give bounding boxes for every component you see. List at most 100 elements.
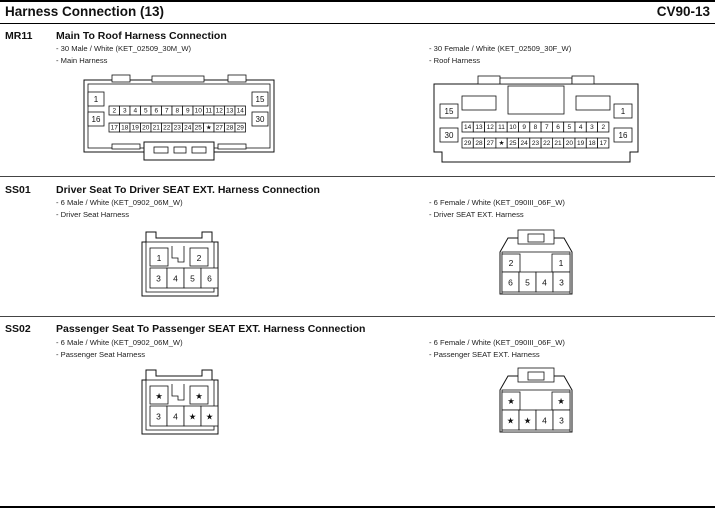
- ss01-right-harness: - Driver SEAT EXT. Harness: [429, 210, 524, 219]
- pin-label: 8: [175, 108, 179, 115]
- pin-label: 16: [619, 131, 628, 140]
- pin-label: 3: [559, 278, 564, 288]
- latch-slot: [527, 371, 545, 381]
- mr11-right-spec: - 30 Female / White (KET_02509_30F_W): [429, 44, 572, 53]
- pin-label: 21: [153, 125, 161, 132]
- pin-label: 25: [195, 125, 203, 132]
- pin-label: 13: [226, 108, 234, 115]
- pin-label: 27: [216, 125, 224, 132]
- pin-label: 21: [554, 140, 562, 147]
- ss01-left-spec: - 6 Male / White (KET_0902_06M_W): [56, 198, 183, 207]
- pin-label: 29: [237, 125, 245, 132]
- corner-pin: [87, 111, 105, 127]
- center-key-block: [507, 85, 565, 115]
- top-latch: [111, 74, 131, 83]
- section-code-ss01: SS01: [5, 184, 31, 196]
- lever-slot: [173, 146, 187, 154]
- window-cutout: [461, 95, 497, 111]
- pin-label: 5: [190, 274, 195, 284]
- pin-label: 25: [509, 140, 517, 147]
- pin-label: 7: [545, 124, 549, 131]
- pin-label: 13: [475, 124, 483, 131]
- pin-label: 28: [475, 140, 483, 147]
- pin-label: 16: [92, 115, 101, 124]
- pin-label: ★: [524, 416, 532, 426]
- pin-label: 2: [112, 108, 116, 115]
- ss02-left-spec: - 6 Male / White (KET_0902_06M_W): [56, 338, 183, 347]
- corner-pin: [613, 103, 633, 119]
- corner-pin: [87, 91, 105, 107]
- pin-label: 7: [165, 108, 169, 115]
- pin-label: ★: [499, 139, 505, 147]
- mr11-right-harness: - Roof Harness: [429, 56, 481, 65]
- pin-label: 4: [579, 124, 583, 131]
- page-title: Harness Connection (13): [5, 4, 165, 19]
- pin-label: ★: [206, 124, 212, 132]
- pin-label: 10: [509, 124, 517, 131]
- pin-label: 9: [522, 124, 526, 131]
- pin-label: 17: [111, 125, 119, 132]
- section-code-mr11: MR11: [5, 30, 33, 42]
- pin-label: 2: [509, 258, 514, 268]
- pin-label: 6: [556, 124, 560, 131]
- ss02-right-harness: - Passenger SEAT EXT. Harness: [429, 350, 540, 359]
- pin-cell: [200, 405, 219, 427]
- pin-label: 22: [163, 125, 171, 132]
- pin-label: 22: [543, 140, 551, 147]
- section-title-mr11: Main To Roof Harness Connection: [56, 30, 227, 42]
- bottom-rib: [111, 143, 141, 150]
- pin-cell: [200, 267, 219, 289]
- corner-pin: [613, 127, 633, 143]
- pin-label: 11: [498, 124, 505, 131]
- pin-label: 12: [487, 124, 495, 131]
- pin-label: 29: [464, 140, 472, 147]
- ss01-left-harness: - Driver Seat Harness: [56, 210, 130, 219]
- pin-label: 4: [133, 108, 137, 115]
- pin-label: 23: [532, 140, 540, 147]
- pin-label: 6: [154, 108, 158, 115]
- bottom-rib: [217, 143, 247, 150]
- top-latch: [477, 75, 501, 85]
- pin-label: ★: [206, 412, 214, 422]
- page-footer-rule: [0, 506, 715, 508]
- pin-label: 28: [226, 125, 234, 132]
- pin-label: 15: [256, 95, 265, 104]
- pin-label: 19: [132, 125, 140, 132]
- pin-label: 23: [174, 125, 182, 132]
- page-code: CV90-13: [656, 4, 710, 19]
- pin-label: 15: [445, 107, 454, 116]
- pin-cell: [234, 122, 246, 133]
- pin-label: 4: [173, 274, 178, 284]
- pin-label: 19: [577, 140, 585, 147]
- corner-pin: [439, 103, 459, 119]
- pin-label: 18: [588, 140, 596, 147]
- pin-cell: [149, 385, 169, 405]
- pin-cell: [552, 271, 571, 293]
- pin-label: 1: [94, 95, 99, 104]
- corner-pin: [439, 127, 459, 143]
- latch-slot: [527, 233, 545, 243]
- pin-label: 5: [144, 108, 148, 115]
- pin-label: 2: [601, 124, 605, 131]
- pin-label: 10: [195, 108, 203, 115]
- mr11-left-spec: - 30 Male / White (KET_02509_30M_W): [56, 44, 192, 53]
- pin-label: 5: [525, 278, 530, 288]
- pin-label: 24: [184, 125, 192, 132]
- pin-label: 8: [534, 124, 538, 131]
- mr11-left-harness: - Main Harness: [56, 56, 108, 65]
- pin-label: 20: [566, 140, 574, 147]
- pin-label: 30: [256, 115, 265, 124]
- pin-label: 6: [508, 278, 513, 288]
- pin-label: ★: [507, 416, 515, 426]
- pin-cell: [149, 247, 169, 267]
- pin-label: ★: [155, 391, 163, 401]
- pin-label: 12: [216, 108, 224, 115]
- top-latch: [571, 75, 595, 85]
- pin-label: 14: [464, 124, 472, 131]
